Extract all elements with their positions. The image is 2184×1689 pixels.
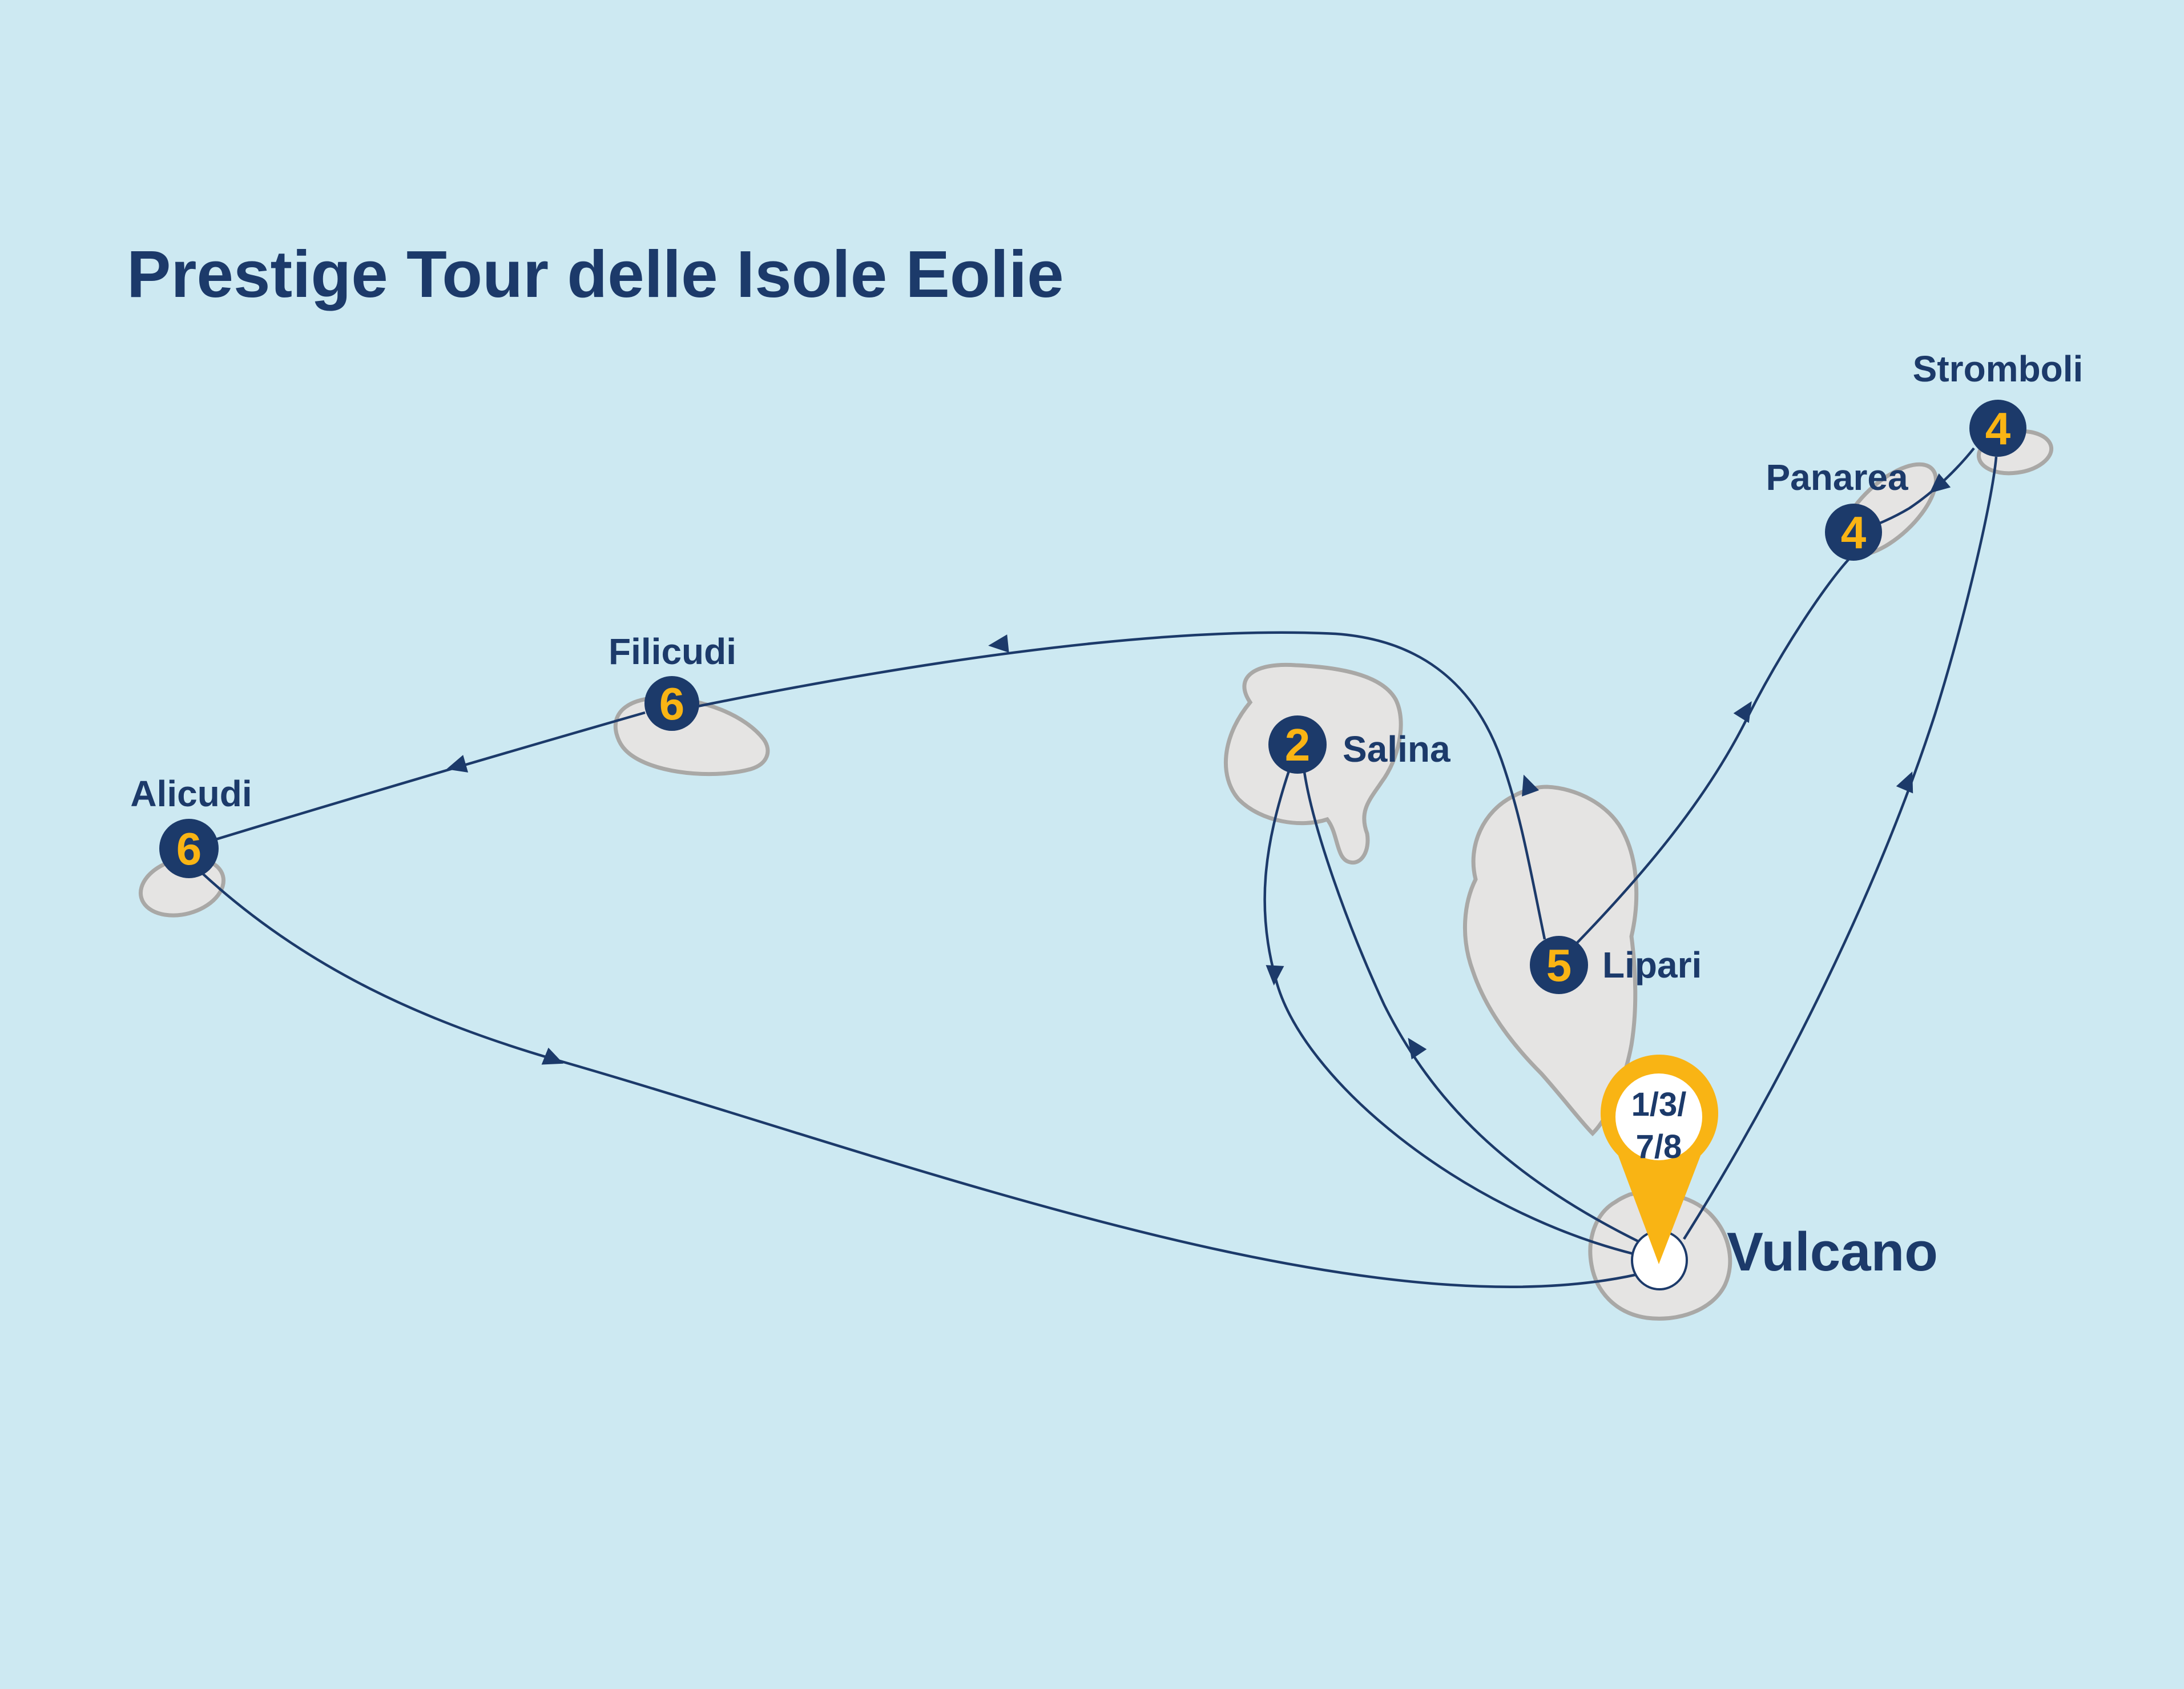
- route-arrowhead: [988, 634, 1009, 653]
- day-badge-circle: [1268, 715, 1327, 774]
- route-arrowhead: [1408, 1037, 1427, 1060]
- day-badge-circle: [1825, 504, 1882, 561]
- island-label-panarea: Panarea: [1766, 457, 1908, 498]
- island-label-vulcano: Vulcano: [1727, 1221, 1938, 1282]
- island-label-stromboli: Stromboli: [1913, 348, 2084, 389]
- day-badge-number: 6: [176, 823, 202, 874]
- island-label-filicudi: Filicudi: [609, 631, 736, 672]
- route-alicudi-to-vulcano: [202, 872, 1638, 1289]
- day-badge-number: 6: [659, 678, 685, 729]
- route-arrowheads: [446, 473, 1951, 1065]
- day-badge-filicudi: 6: [644, 676, 699, 731]
- route-lipari-to-panarea: [1575, 556, 1852, 944]
- pin-days-line1: 1/3/: [1631, 1086, 1687, 1123]
- day-badge-stromboli: 4: [1969, 400, 2026, 457]
- route-arrowhead: [1733, 701, 1752, 723]
- page-title: Prestige Tour delle Isole Eolie: [127, 237, 1064, 311]
- day-badge-lipari: 5: [1530, 936, 1588, 994]
- pin-days-line2: 7/8: [1636, 1128, 1682, 1165]
- route-lipari-to-filicudi: [697, 631, 1546, 940]
- route-arrowhead: [1266, 965, 1284, 986]
- day-badge-circle: [644, 676, 699, 731]
- day-badge-number: 4: [1841, 507, 1867, 558]
- day-badge-salina: 2: [1268, 715, 1327, 774]
- route-arrowhead: [446, 755, 469, 773]
- day-badge-number: 2: [1285, 719, 1311, 770]
- route-arrowhead: [1929, 473, 1951, 493]
- day-badge-circle: [159, 819, 219, 878]
- day-badges: 4 4 2 5 6 6: [159, 400, 2026, 994]
- island-labels: Stromboli Panarea Salina Lipari Filicudi…: [130, 348, 2083, 1282]
- route-vulcano-to-stromboli: [1683, 456, 1998, 1240]
- routes: [202, 447, 1998, 1289]
- location-pin: 1/3/ 7/8: [1601, 1055, 1718, 1264]
- island-label-lipari: Lipari: [1602, 944, 1702, 986]
- route-arrowhead: [1522, 774, 1540, 797]
- route-arrowhead: [541, 1047, 564, 1065]
- route-vulcano-to-salina: [1303, 771, 1640, 1244]
- pin-inner-circle: [1615, 1073, 1702, 1160]
- island-label-alicudi: Alicudi: [130, 773, 252, 814]
- islands: [138, 429, 2054, 1321]
- pin-tip: [1618, 1156, 1701, 1264]
- route-arrowhead: [1896, 771, 1913, 794]
- day-badge-alicudi: 6: [159, 819, 219, 878]
- island-label-salina: Salina: [1343, 729, 1450, 770]
- day-badge-number: 4: [1985, 403, 2011, 454]
- day-badge-circle: [1530, 936, 1588, 994]
- day-badge-panarea: 4: [1825, 504, 1882, 561]
- route-salina-to-vulcano: [1263, 770, 1634, 1256]
- route-filicudi-to-alicudi: [215, 711, 646, 841]
- day-badge-circle: [1969, 400, 2026, 457]
- day-badge-number: 5: [1546, 940, 1572, 991]
